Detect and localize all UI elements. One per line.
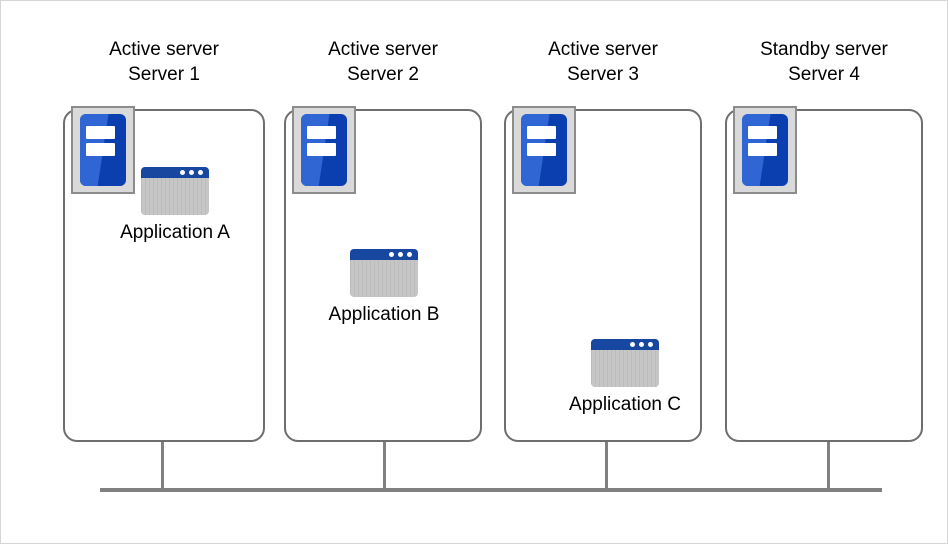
- server-icon-chip: [742, 114, 788, 186]
- server-icon-bar-top: [527, 125, 556, 139]
- server-icon-chip: [80, 114, 126, 186]
- server-column-1: Active server Server 1 Application A: [63, 1, 265, 543]
- application-node-3[interactable]: Application C: [562, 339, 688, 417]
- server-network-connector-4: [827, 442, 830, 491]
- application-label-2: Application B: [328, 304, 440, 325]
- server-icon-1: [71, 106, 135, 194]
- server-icon-bar-top: [307, 125, 336, 139]
- server-network-connector-2: [383, 442, 386, 491]
- server-icon-3: [512, 106, 576, 194]
- server-role-label-1: Active server: [109, 39, 219, 60]
- server-caption-1: Active server Server 1: [63, 37, 265, 87]
- application-titlebar: [141, 167, 209, 178]
- server-icon-bar-bottom: [748, 142, 777, 156]
- network-bus-line: [100, 488, 882, 492]
- application-window-icon-1: [141, 167, 209, 215]
- server-icon-bar-bottom: [527, 142, 556, 156]
- server-icon-2: [292, 106, 356, 194]
- server-icon-4: [733, 106, 797, 194]
- server-icon-bar-bottom: [307, 142, 336, 156]
- application-window-icon-3: [591, 339, 659, 387]
- application-node-2[interactable]: Application B: [322, 249, 446, 327]
- server-name-label-3: Server 3: [567, 64, 639, 85]
- server-name-label-1: Server 1: [128, 64, 200, 85]
- application-titlebar: [591, 339, 659, 350]
- server-role-label-2: Active server: [328, 39, 438, 60]
- server-icon-chip: [301, 114, 347, 186]
- server-name-label-2: Server 2: [347, 64, 419, 85]
- server-column-3: Active server Server 3 Application C: [504, 1, 702, 543]
- application-window-icon-2: [350, 249, 418, 297]
- server-network-connector-3: [605, 442, 608, 491]
- application-node-1[interactable]: Application A: [115, 167, 235, 245]
- application-titlebar: [350, 249, 418, 260]
- server-caption-4: Standby server Server 4: [725, 37, 923, 87]
- server-icon-bar-top: [86, 125, 115, 139]
- application-label-1: Application A: [120, 222, 230, 243]
- server-column-2: Active server Server 2 Application B: [284, 1, 482, 543]
- server-role-label-4: Standby server: [760, 39, 888, 60]
- server-role-label-3: Active server: [548, 39, 658, 60]
- server-icon-bar-top: [748, 125, 777, 139]
- application-titlebar-dots: [630, 342, 653, 347]
- server-name-label-4: Server 4: [788, 64, 860, 85]
- application-label-3: Application C: [569, 394, 681, 415]
- server-column-4: Standby server Server 4: [725, 1, 923, 543]
- application-titlebar-dots: [389, 252, 412, 257]
- server-caption-3: Active server Server 3: [504, 37, 702, 87]
- application-titlebar-dots: [180, 170, 203, 175]
- server-network-connector-1: [161, 442, 164, 491]
- server-caption-2: Active server Server 2: [284, 37, 482, 87]
- server-icon-chip: [521, 114, 567, 186]
- server-icon-bar-bottom: [86, 142, 115, 156]
